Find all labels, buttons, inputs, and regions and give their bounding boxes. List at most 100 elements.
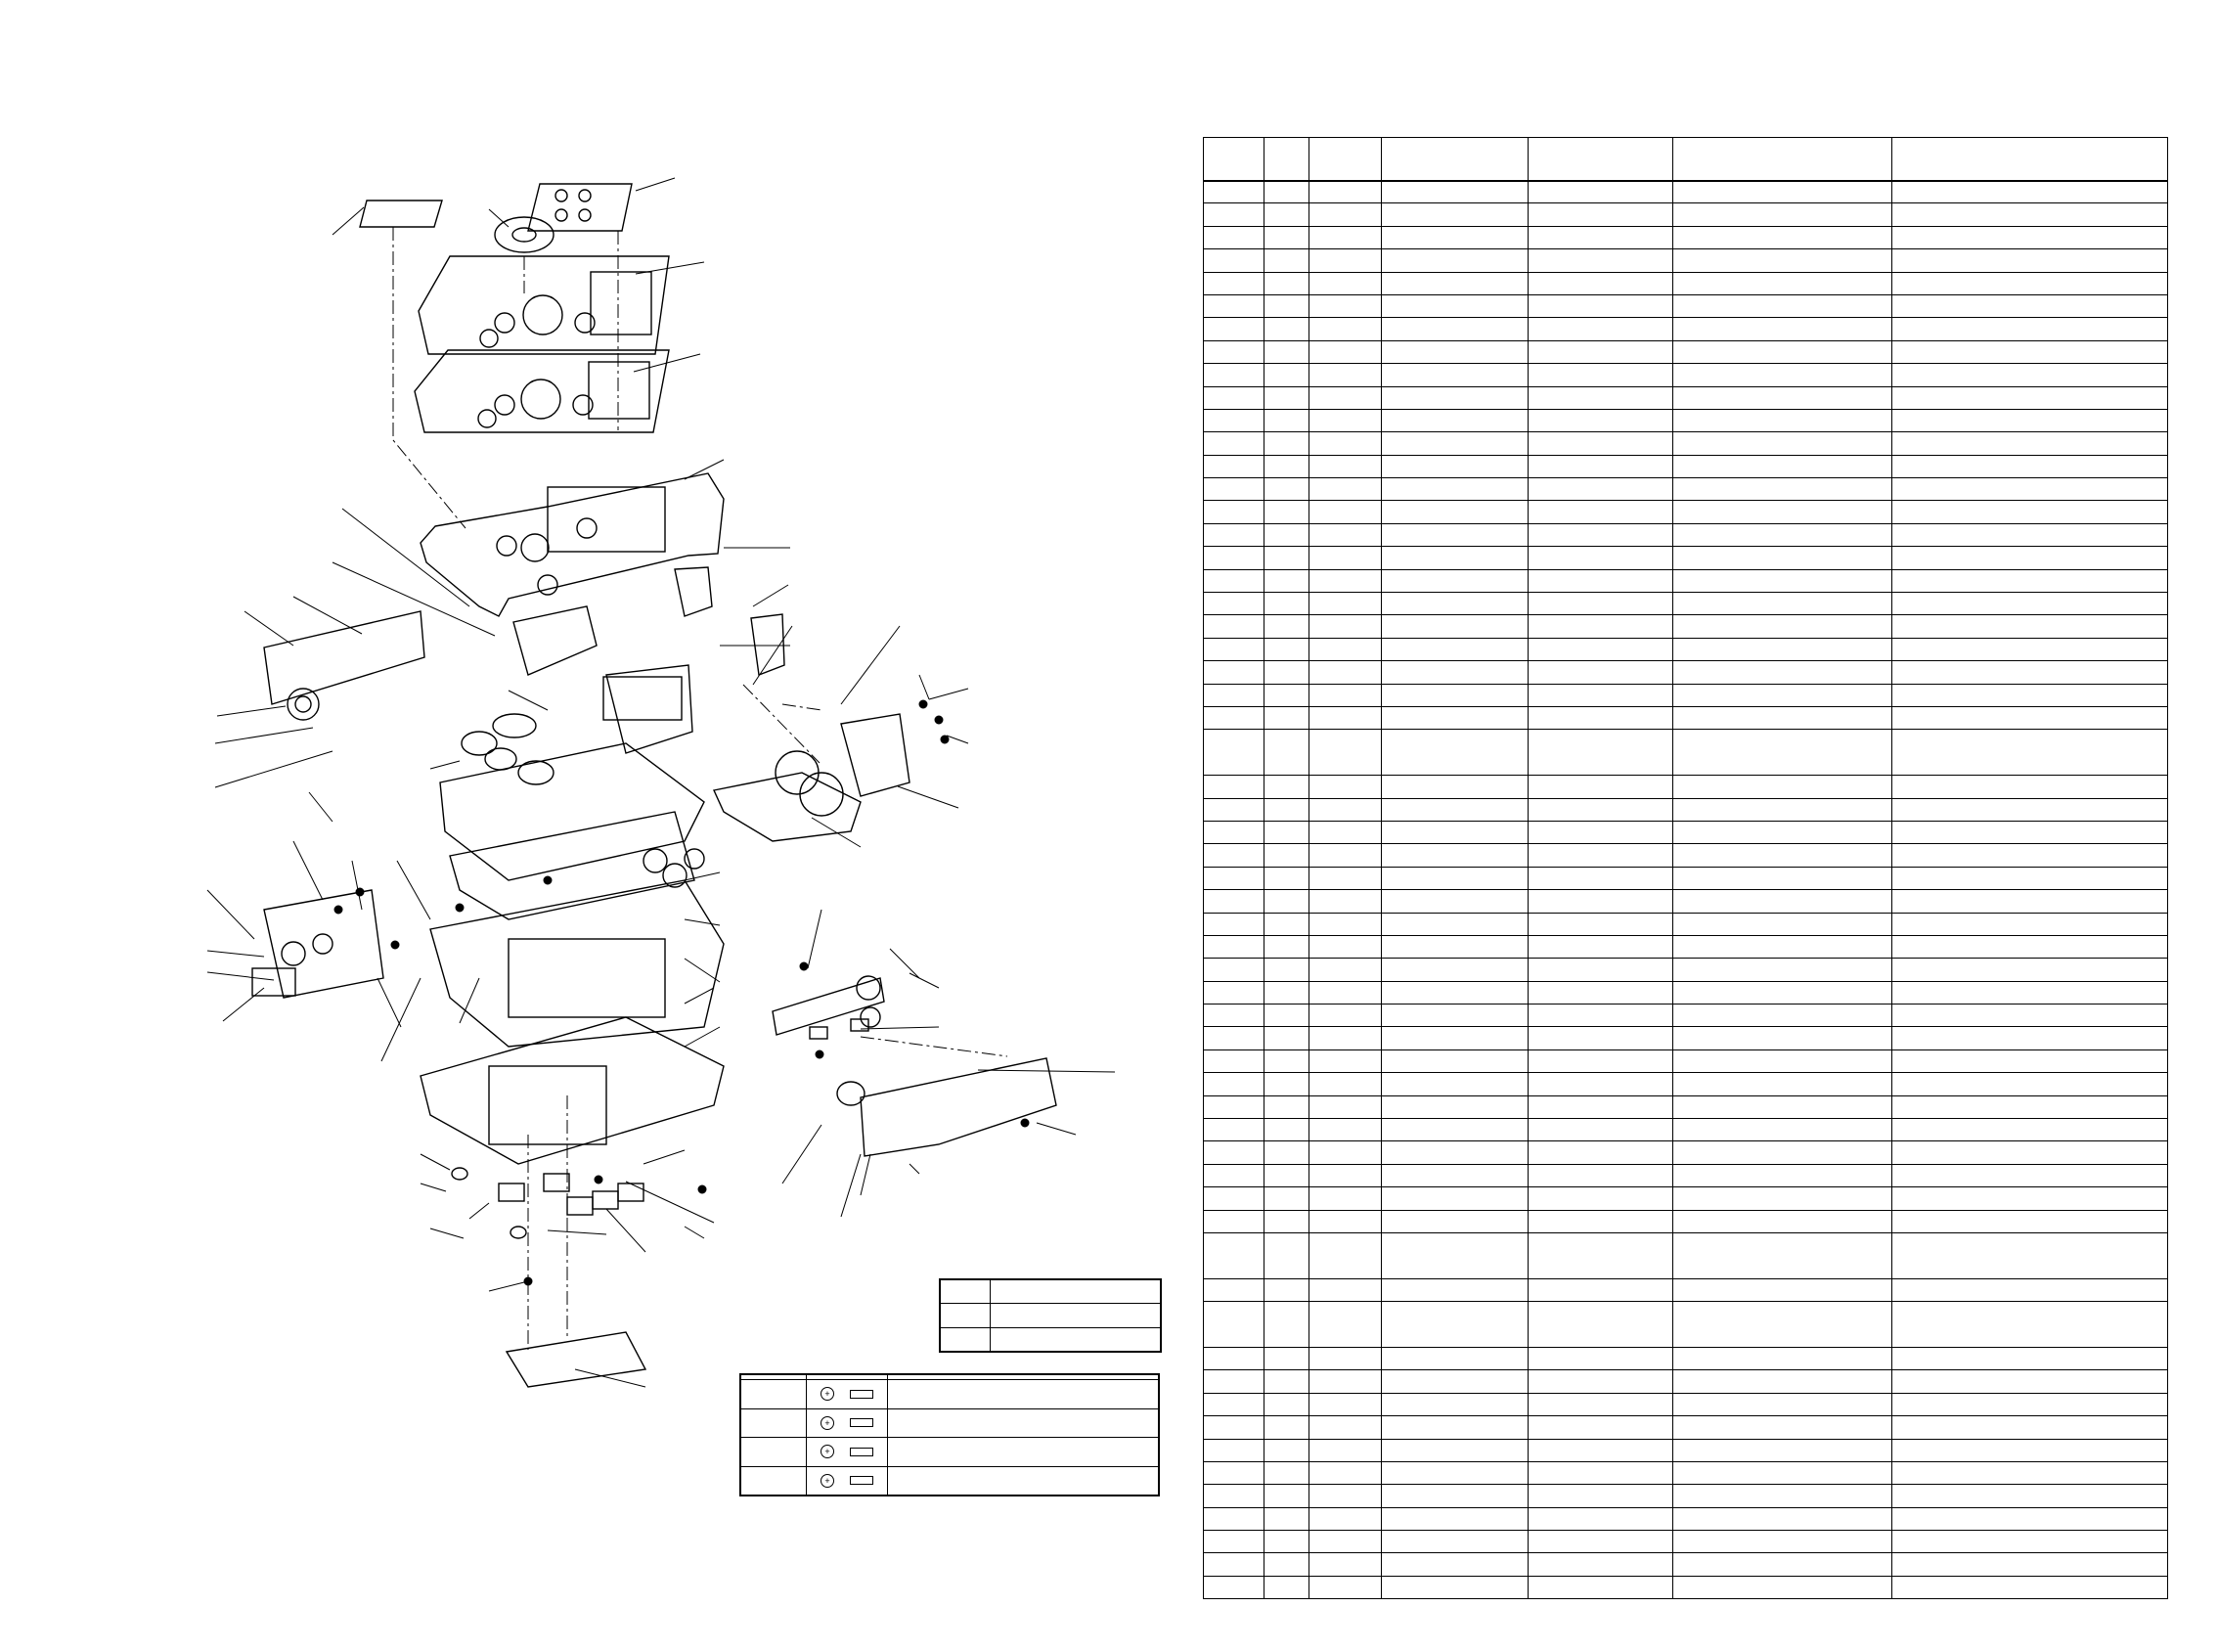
parts-table-cell xyxy=(1381,1140,1529,1165)
callout-leader-line xyxy=(860,1026,940,1030)
callout-leader-line xyxy=(1036,1122,1077,1136)
parts-table-cell xyxy=(1381,866,1529,891)
parts-table-cell xyxy=(1672,225,1892,250)
callout-leader-line xyxy=(811,817,862,848)
callout-leader-line xyxy=(292,596,363,635)
parts-table-cell xyxy=(1672,202,1892,227)
parts-table-cell xyxy=(1264,293,1309,319)
parts-table-cell xyxy=(1891,202,2168,227)
callout-leader-line xyxy=(574,1368,646,1388)
parts-table-row xyxy=(1203,500,2168,524)
parts-table-cell xyxy=(1528,500,1673,524)
parts-table-cell xyxy=(1891,1506,2168,1532)
parts-table-cell xyxy=(1309,592,1382,616)
parts-table-cell xyxy=(1203,1484,1264,1508)
parts-table-cell xyxy=(1528,1415,1673,1440)
parts-table-cell xyxy=(1203,1530,1264,1554)
parts-table-cell xyxy=(1264,614,1309,639)
parts-table-row xyxy=(1203,1072,2168,1096)
parts-table-cell xyxy=(1381,522,1529,548)
parts-table-cell xyxy=(1309,980,1382,1005)
side-connector-panel xyxy=(263,610,425,705)
parts-table-cell xyxy=(1891,1004,2168,1028)
parts-table-cell xyxy=(1309,293,1382,319)
callout-leader-line xyxy=(752,625,793,686)
parts-table-cell xyxy=(1203,1346,1264,1371)
parts-table-row xyxy=(1203,385,2168,410)
parts-table-cell xyxy=(1528,1460,1673,1486)
parts-table-cell xyxy=(1528,866,1673,891)
parts-table-cell xyxy=(1309,705,1382,731)
parts-table-cell xyxy=(1203,705,1264,731)
parts-table-cell xyxy=(1264,820,1309,845)
parts-table-cell xyxy=(1381,843,1529,868)
parts-table-cell xyxy=(1264,546,1309,570)
parts-table-cell xyxy=(1264,339,1309,365)
parts-table-cell xyxy=(1264,683,1309,707)
parts-table-cell xyxy=(1672,1277,1892,1303)
parts-table-cell xyxy=(1203,293,1264,319)
parts-table-cell xyxy=(1203,775,1264,799)
parts-table-cell xyxy=(1672,1346,1892,1371)
parts-table-row xyxy=(1203,1415,2168,1440)
parts-table-row xyxy=(1203,454,2168,479)
parts-table-cell xyxy=(1309,683,1382,707)
parts-table-cell xyxy=(1528,980,1673,1005)
legend-screw-row: + xyxy=(740,1407,1159,1439)
callout-leader-line xyxy=(909,1163,920,1175)
parts-table-cell xyxy=(1309,225,1382,250)
parts-table-cell xyxy=(1528,1049,1673,1074)
parts-table-cell xyxy=(1891,546,2168,570)
parts-table-cell xyxy=(1264,1346,1309,1371)
parts-table-cell xyxy=(1309,1140,1382,1165)
callout-leader-line xyxy=(206,950,265,958)
parts-table-cell xyxy=(1381,1369,1529,1394)
callout-leader-line xyxy=(946,735,969,744)
parts-table-header-row xyxy=(1203,137,2168,182)
parts-table-cell xyxy=(1264,1072,1309,1096)
screw-icon xyxy=(1020,1118,1030,1128)
right-side-bracket-bottom xyxy=(860,1057,1057,1157)
parts-table-cell xyxy=(1672,431,1892,456)
parts-table-row xyxy=(1203,592,2168,616)
parts-table-cell xyxy=(1528,454,1673,479)
label-film-part xyxy=(359,200,443,228)
parts-table-cell xyxy=(1891,1072,2168,1096)
screw-icon xyxy=(594,1175,603,1184)
parts-table-row xyxy=(1203,614,2168,639)
parts-table-cell xyxy=(1528,1118,1673,1142)
parts-table-cell xyxy=(1203,1186,1264,1211)
parts-table-cell xyxy=(1528,408,1673,433)
parts-table-cell xyxy=(1264,1506,1309,1532)
parts-table-cell xyxy=(1528,1346,1673,1371)
parts-table-cell xyxy=(1381,683,1529,707)
parts-table-cell xyxy=(1528,1072,1673,1096)
parts-table-cell xyxy=(1891,958,2168,982)
parts-table-cell xyxy=(1891,637,2168,662)
parts-table-cell xyxy=(1528,1186,1673,1211)
parts-table-cell xyxy=(1891,1392,2168,1417)
parts-table-cell xyxy=(1264,568,1309,594)
legend-small-row xyxy=(940,1326,991,1353)
parts-table-cell xyxy=(1672,1575,1892,1600)
parts-table-row xyxy=(1203,1506,2168,1532)
parts-table-cell xyxy=(1264,843,1309,868)
callout-leader-line xyxy=(420,1183,447,1192)
parts-table-cell xyxy=(1264,1575,1309,1600)
parts-table-row xyxy=(1203,1369,2168,1394)
parts-table-row xyxy=(1203,179,2168,204)
parts-table-row xyxy=(1203,729,2168,777)
col-header-qty xyxy=(1309,137,1382,182)
parts-table-cell xyxy=(1264,660,1309,685)
left-jack-plate xyxy=(263,889,384,999)
front-sheet-1 xyxy=(418,255,670,355)
phillips-head-icon: + xyxy=(821,1473,834,1488)
parts-table-cell xyxy=(1528,1506,1673,1532)
parts-table-cell xyxy=(1891,271,2168,295)
parts-table-cell xyxy=(1891,1140,2168,1165)
parts-table-cell xyxy=(1891,1530,2168,1554)
parts-table-cell xyxy=(1203,1369,1264,1394)
parts-table-cell xyxy=(1891,1026,2168,1050)
parts-table-cell xyxy=(1891,1186,2168,1211)
parts-table-cell xyxy=(1381,1231,1529,1279)
